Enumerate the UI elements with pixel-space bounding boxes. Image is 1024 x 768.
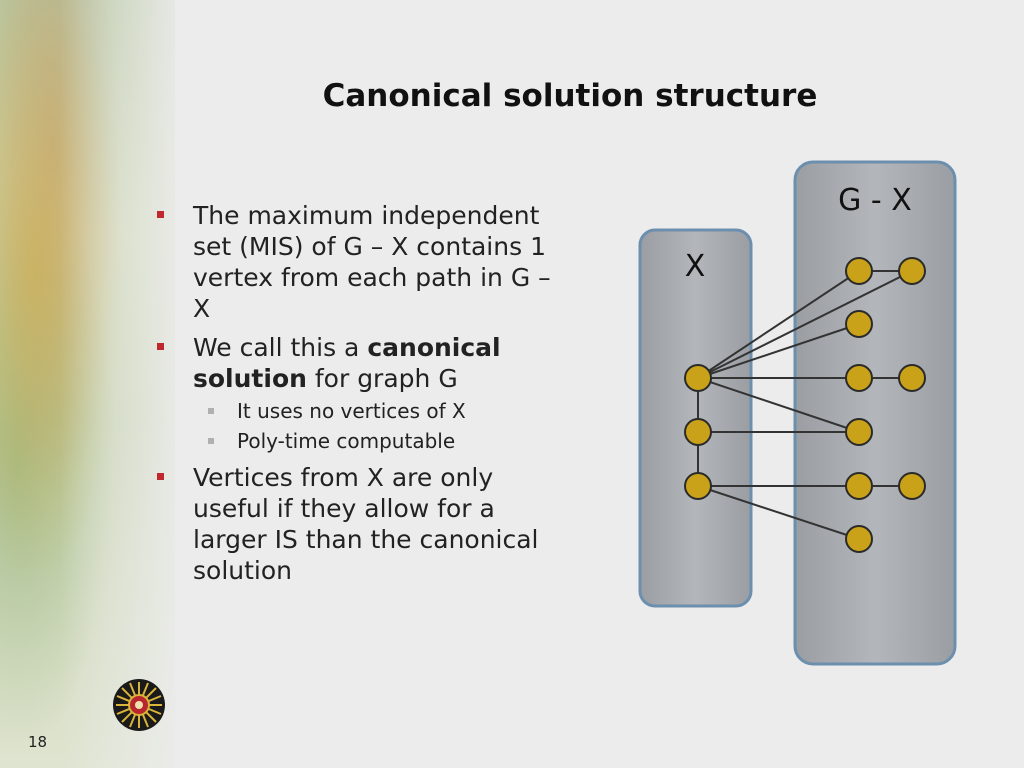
sub-bullet-group: It uses no vertices of X Poly-time compu… <box>155 396 575 456</box>
decorative-fade <box>60 0 190 768</box>
sub-bullet-no-x: It uses no vertices of X <box>155 396 575 426</box>
bullet-canonical-pre: We call this a <box>193 333 368 362</box>
gx-label: G - X <box>838 183 912 218</box>
node-x1 <box>684 364 712 392</box>
edge-x1-g6 <box>697 377 860 433</box>
x-label: X <box>685 249 706 284</box>
graph-nodes <box>684 257 926 553</box>
node-x2 <box>684 418 712 446</box>
node-g1 <box>845 257 873 285</box>
node-g8 <box>898 472 926 500</box>
bullet-list: The maximum independent set (MIS) of G –… <box>155 200 575 594</box>
node-g3 <box>845 310 873 338</box>
edge-x1-g3 <box>697 323 860 379</box>
graph-edges <box>697 270 913 540</box>
node-g5 <box>898 364 926 392</box>
bullet-canonical-bold-2: solution <box>193 364 307 393</box>
slide-title: Canonical solution structure <box>322 78 818 114</box>
node-g4 <box>845 364 873 392</box>
edge-x1-g1 <box>697 270 860 379</box>
node-g2 <box>898 257 926 285</box>
node-g6 <box>845 418 873 446</box>
gx-panel <box>793 160 957 666</box>
node-g9 <box>845 525 873 553</box>
bullet-canonical-post: for graph G <box>306 364 458 393</box>
bullet-vertices-x: Vertices from X are only useful if they … <box>155 462 575 586</box>
sub-bullet-polytime: Poly-time computable <box>155 426 575 456</box>
edge-x1-g2 <box>697 270 913 379</box>
bullet-canonical: We call this a canonical solution for gra… <box>155 332 575 394</box>
edge-x3-g9 <box>697 485 860 540</box>
node-g7 <box>845 472 873 500</box>
node-x3 <box>684 472 712 500</box>
x-panel <box>638 228 753 608</box>
bullet-canonical-bold-1: canonical <box>367 333 501 362</box>
university-seal-logo <box>113 679 165 731</box>
bullet-mis: The maximum independent set (MIS) of G –… <box>155 200 575 324</box>
page-number: 18 <box>28 733 48 751</box>
